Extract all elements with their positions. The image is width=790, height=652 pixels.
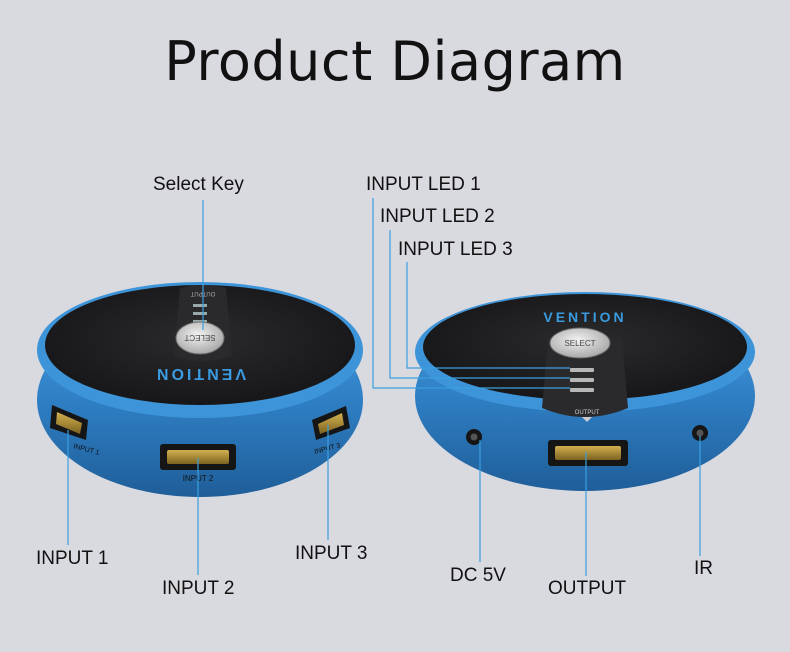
port-dc-5v <box>466 429 482 445</box>
callout-input-led-1: INPUT LED 1 <box>366 174 481 195</box>
port-input2 <box>160 444 236 470</box>
page-title: Product Diagram <box>164 30 626 93</box>
input-led-1-indicator <box>570 368 594 372</box>
select-key-right <box>549 327 611 359</box>
brand-logo-right: VENTION <box>543 309 626 325</box>
callout-output: OUTPUT <box>548 578 627 599</box>
callout-input-led-3: INPUT LED 3 <box>398 239 513 260</box>
port-input3 <box>312 406 350 440</box>
select-print-left: SELECT <box>184 333 215 342</box>
callout-input-3: INPUT 3 <box>295 543 368 564</box>
callout-line-input-led-2 <box>389 230 570 379</box>
callout-input-led-2: INPUT LED 2 <box>380 206 495 227</box>
callout-dc-5v: DC 5V <box>450 565 506 586</box>
callout-line-input-led-3 <box>406 262 570 369</box>
select-print-right: SELECT <box>564 339 595 348</box>
brand-logo-left: VENTION <box>154 365 246 382</box>
device-right: VENTION SELECT OUTPUT <box>415 292 755 491</box>
port-ir <box>692 425 708 441</box>
device-left: OUTPUT SELECT VENTION INPUT 1 INPUT 2 IN… <box>37 282 363 497</box>
output-arrow-icon <box>582 417 592 422</box>
led-bar <box>193 312 207 315</box>
callout-ir: IR <box>694 558 713 579</box>
led-bar <box>193 304 207 307</box>
callout-line-input-led-1 <box>372 198 570 389</box>
output-print-right: OUTPUT <box>575 410 600 416</box>
select-key-left <box>175 321 225 355</box>
callout-select-key: Select Key <box>153 174 244 195</box>
port-input1 <box>50 405 88 440</box>
callout-input-2: INPUT 2 <box>162 578 235 599</box>
input-led-3-indicator <box>570 388 594 392</box>
callout-input-1: INPUT 1 <box>36 548 109 569</box>
callout-lines <box>67 198 701 576</box>
input-led-2-indicator <box>570 378 594 382</box>
port-output <box>548 440 628 466</box>
